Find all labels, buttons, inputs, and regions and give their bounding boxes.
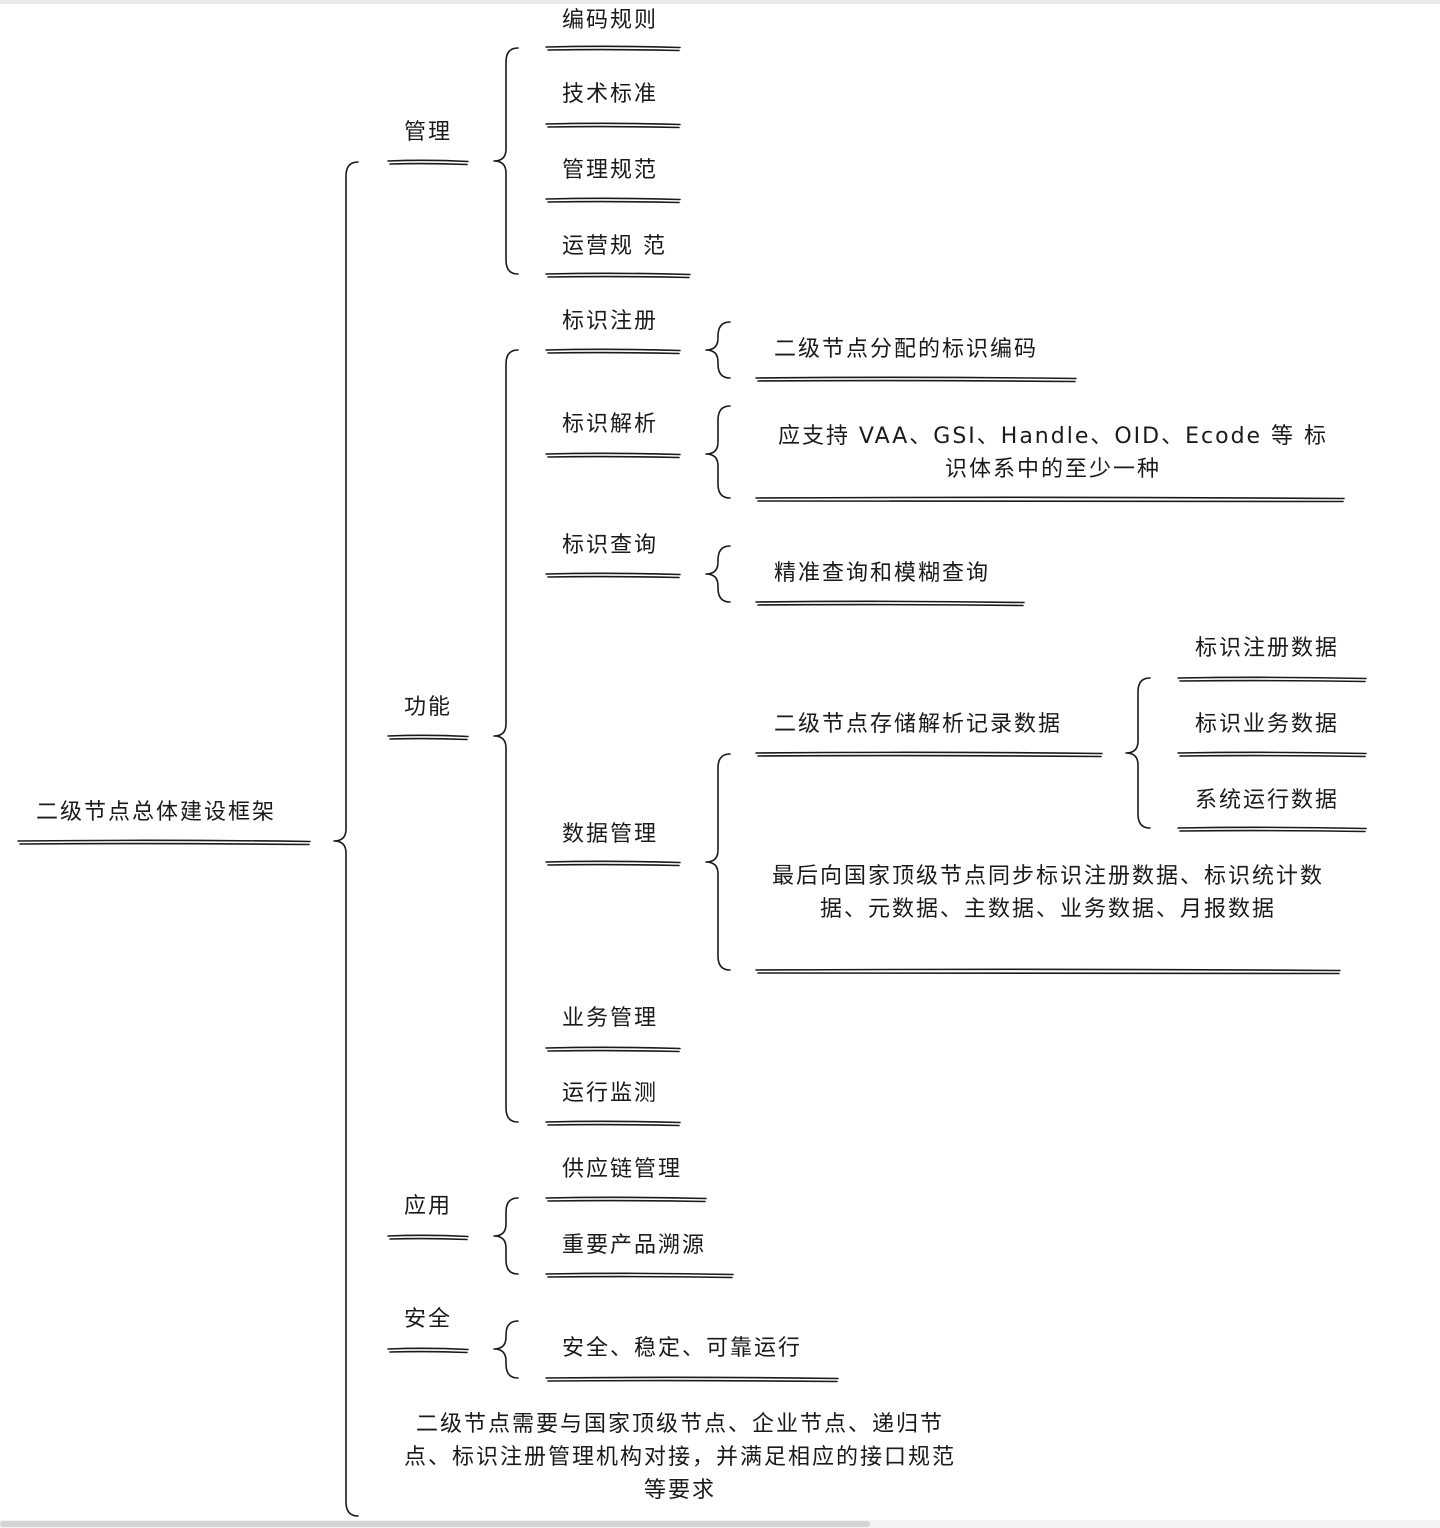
identifier-registration-underline-2 — [547, 351, 680, 355]
node-product-traceability[interactable]: 重要产品溯源 — [562, 1233, 707, 1258]
node-identifier-resolution[interactable]: 标识解析 — [562, 412, 659, 437]
security-detail-underline — [545, 1376, 839, 1380]
security-underline-2 — [389, 1350, 468, 1354]
operation-spec-underline-2 — [547, 275, 690, 279]
runtime-monitoring-underline-2 — [547, 1123, 680, 1127]
node-resolution-detail[interactable]: 应支持 VAA、GSI、Handle、OID、Ecode 等 标识体系中的至少一… — [777, 424, 1329, 482]
root-underline — [17, 839, 311, 843]
registration-data-underline-2 — [1179, 679, 1366, 683]
system-runtime-data-underline — [1177, 826, 1367, 830]
management-brace — [493, 47, 519, 275]
coding-rules-underline — [545, 45, 681, 49]
node-application[interactable]: 应用 — [404, 1194, 453, 1219]
technical-standards-underline-2 — [547, 125, 680, 129]
query-brace — [705, 545, 731, 603]
registration-brace — [705, 321, 731, 379]
node-security-detail[interactable]: 安全、稳定、可靠运行 — [562, 1336, 803, 1361]
node-business-management[interactable]: 业务管理 — [562, 1006, 659, 1031]
resolution-detail-underline-2 — [757, 499, 1344, 503]
root-brace — [333, 161, 359, 1517]
resolution-brace — [705, 405, 731, 499]
business-management-underline-2 — [547, 1049, 680, 1053]
runtime-monitoring-underline — [545, 1120, 681, 1124]
node-registration-detail[interactable]: 二级节点分配的标识编码 — [774, 337, 1039, 362]
registration-detail-underline — [755, 376, 1077, 380]
node-interface-requirements[interactable]: 二级节点需要与国家顶级节点、企业节点、递归节点、标识注册管理机构对接，并满足相应… — [403, 1412, 956, 1503]
node-supply-chain[interactable]: 供应链管理 — [562, 1157, 683, 1182]
sync-data-underline — [755, 968, 1341, 972]
node-sync-data[interactable]: 最后向国家顶级节点同步标识注册数据、标识统计数据、元数据、主数据、业务数据、月报… — [771, 864, 1324, 922]
management-spec-underline-2 — [547, 200, 680, 204]
node-security[interactable]: 安全 — [404, 1307, 453, 1332]
security-underline — [387, 1347, 469, 1351]
function-underline — [387, 734, 469, 738]
application-underline — [387, 1234, 469, 1238]
technical-standards-underline — [545, 122, 681, 126]
node-function[interactable]: 功能 — [404, 695, 453, 720]
application-underline-2 — [389, 1237, 468, 1241]
product-traceability-underline-2 — [547, 1275, 733, 1279]
supply-chain-underline — [545, 1196, 707, 1200]
registration-detail-underline-2 — [757, 379, 1076, 383]
storage-records-underline-2 — [757, 754, 1102, 758]
node-data-management[interactable]: 数据管理 — [562, 822, 659, 847]
node-coding-rules[interactable]: 编码规则 — [562, 8, 659, 33]
node-operation-spec[interactable]: 运营规 范 — [562, 234, 667, 259]
operation-spec-underline — [545, 272, 691, 276]
storage-brace — [1125, 677, 1151, 829]
node-identifier-registration[interactable]: 标识注册 — [562, 309, 659, 334]
security-detail-underline-2 — [547, 1379, 838, 1383]
node-identifier-query[interactable]: 标识查询 — [562, 533, 659, 558]
security-brace — [493, 1320, 519, 1379]
data-management-brace — [705, 753, 731, 971]
registration-data-underline — [1177, 676, 1367, 680]
root-node[interactable]: 二级节点总体建设框架 — [36, 800, 277, 825]
product-traceability-underline — [545, 1272, 734, 1276]
node-storage-records[interactable]: 二级节点存储解析记录数据 — [774, 712, 1063, 737]
query-detail-underline — [755, 600, 1025, 604]
data-management-underline — [545, 860, 681, 864]
identifier-registration-underline — [545, 348, 681, 352]
identifier-resolution-underline-2 — [547, 455, 680, 459]
management-underline — [387, 159, 469, 163]
node-management[interactable]: 管理 — [404, 120, 453, 145]
resolution-detail-underline — [755, 496, 1345, 500]
root-underline-2 — [19, 842, 310, 846]
identifier-query-underline — [545, 572, 681, 576]
scrollbar-thumb[interactable] — [0, 1521, 870, 1527]
data-management-underline-2 — [547, 863, 680, 867]
node-runtime-monitoring[interactable]: 运行监测 — [562, 1081, 659, 1106]
identifier-resolution-underline — [545, 452, 681, 456]
node-management-spec[interactable]: 管理规范 — [562, 158, 659, 183]
business-data-underline-2 — [1179, 754, 1366, 758]
coding-rules-underline-2 — [547, 48, 680, 52]
node-query-detail[interactable]: 精准查询和模糊查询 — [774, 561, 991, 586]
window-top-border — [0, 0, 1440, 4]
query-detail-underline-2 — [757, 603, 1024, 607]
application-brace — [493, 1197, 519, 1275]
node-business-data[interactable]: 标识业务数据 — [1195, 712, 1340, 737]
supply-chain-underline-2 — [547, 1199, 706, 1203]
system-runtime-data-underline-2 — [1179, 829, 1366, 833]
storage-records-underline — [755, 751, 1103, 755]
function-underline-2 — [389, 737, 468, 741]
node-technical-standards[interactable]: 技术标准 — [562, 82, 659, 107]
sync-data-underline-2 — [757, 971, 1340, 975]
function-brace — [493, 349, 519, 1123]
node-registration-data[interactable]: 标识注册数据 — [1195, 636, 1340, 661]
management-spec-underline — [545, 197, 681, 201]
business-management-underline — [545, 1046, 681, 1050]
node-system-runtime-data[interactable]: 系统运行数据 — [1195, 788, 1340, 813]
management-underline-2 — [389, 162, 468, 166]
business-data-underline — [1177, 751, 1367, 755]
identifier-query-underline-2 — [547, 575, 680, 579]
